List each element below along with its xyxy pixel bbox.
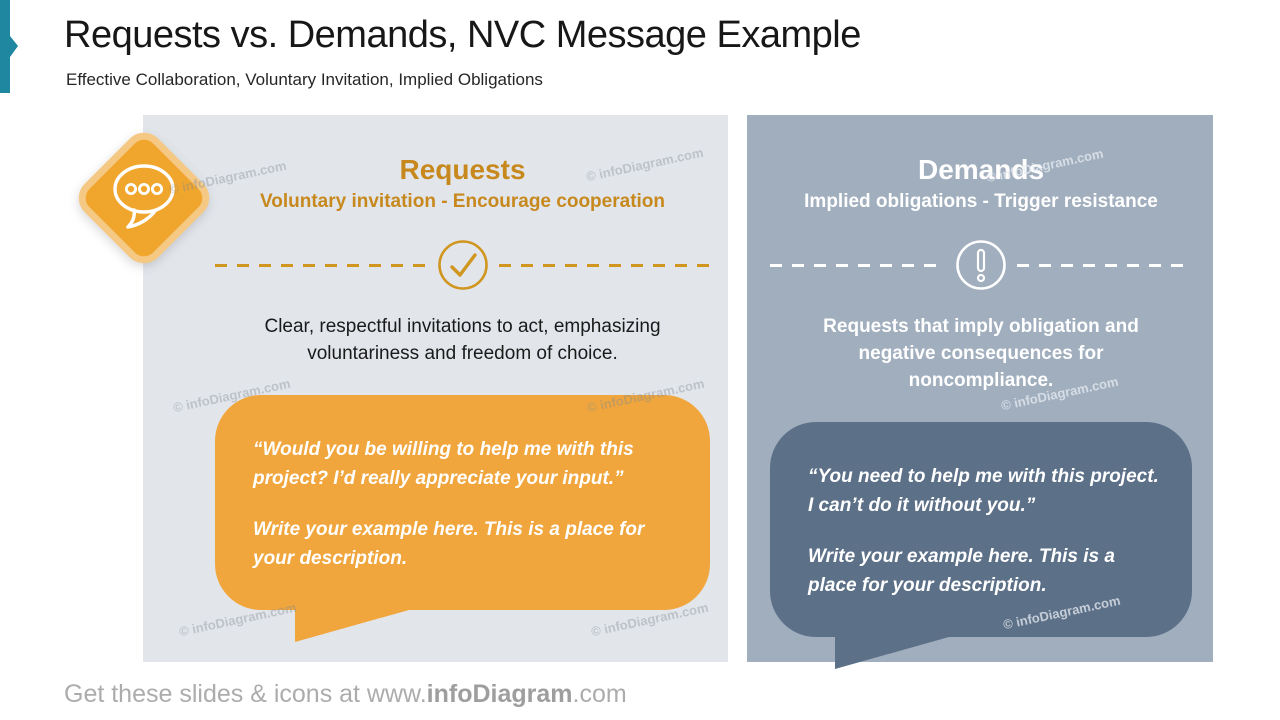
requests-divider [215, 239, 710, 291]
footer-prefix: Get these slides & icons at www. [64, 680, 427, 708]
footer-brand: infoDiagram [426, 680, 573, 708]
speech-bubble-icon [113, 164, 175, 229]
demands-heading: Demands [917, 154, 1045, 185]
requests-tagline: Voluntary invitation - Encourage coopera… [259, 191, 666, 212]
bubble-tail [295, 608, 416, 642]
demands-description: Requests that imply obligation and negat… [823, 316, 1139, 391]
footer-promo: Get these slides & icons at www.infoDiag… [64, 680, 627, 709]
demands-tagline: Implied obligations - Trigger resistance [804, 191, 1158, 212]
panel-demands: Demands Implied obligations - Trigger re… [747, 115, 1213, 669]
dashed-line [770, 263, 945, 267]
requests-placeholder-text: Write your example here. This is a place… [253, 519, 645, 569]
requests-quote-bubble: “Would you be willing to help me with th… [215, 395, 710, 642]
demands-divider [770, 239, 1192, 291]
demands-quote-bubble: “You need to help me with this project. … [770, 422, 1192, 669]
dashed-line [215, 263, 427, 267]
requests-heading: Requests [399, 154, 526, 185]
exclamation-circle-icon [956, 240, 1006, 290]
demands-quote: “You need to help me with this project. … [808, 466, 1159, 516]
accent-bar [0, 0, 18, 93]
requests-description: Clear, respectful invitations to act, em… [264, 316, 661, 364]
dashed-line [498, 263, 710, 267]
requests-quote: “Would you be willing to help me with th… [253, 439, 634, 489]
bubble-tail [835, 635, 956, 669]
dashed-line [1017, 263, 1192, 267]
demands-placeholder-text: Write your example here. This is a place… [808, 546, 1115, 596]
page-title: Requests vs. Demands, NVC Message Exampl… [64, 14, 861, 56]
panel-requests: Requests Voluntary invitation - Encourag… [143, 115, 728, 662]
check-circle-icon [437, 240, 488, 290]
footer-suffix: .com [572, 680, 627, 708]
slide-subtitle: Effective Collaboration, Voluntary Invit… [66, 70, 543, 89]
